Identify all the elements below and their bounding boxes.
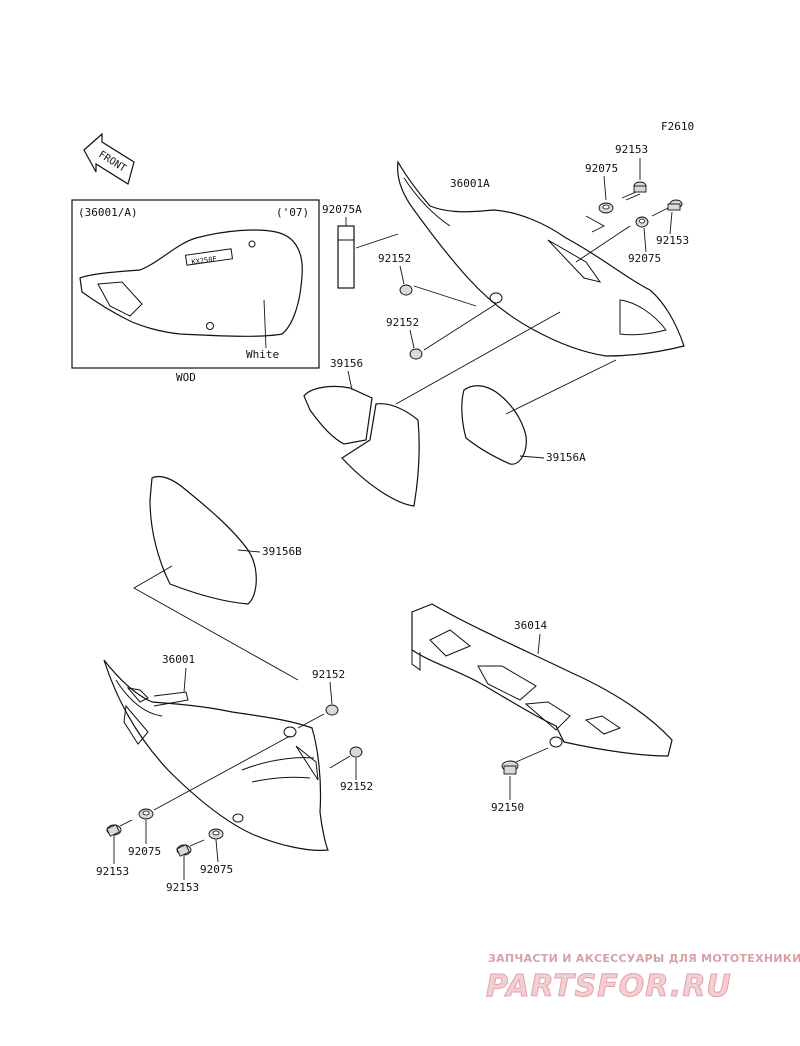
watermark-tagline: ЗАПЧАСТИ И АКСЕССУАРЫ ДЛЯ МОТОТЕХНИКИ <box>488 952 800 965</box>
bolt-92153-d-icon <box>176 839 205 857</box>
label-36001: 36001 <box>162 653 195 666</box>
label-39156B: 39156B <box>262 545 302 558</box>
label-39156: 39156 <box>330 357 363 370</box>
label-92075-d: 92075 <box>200 863 233 876</box>
label-92153-d: 92153 <box>166 881 199 894</box>
strip-92075A <box>337 225 355 289</box>
bolt-92153-a-icon <box>621 181 647 201</box>
svg-text:KX250F: KX250F <box>191 255 217 266</box>
inset-ref-label: (36001/A) <box>78 206 138 219</box>
bolt-92153-c-icon <box>106 819 133 837</box>
inset-year-label: ('07) <box>276 206 309 219</box>
bolt-92150-icon <box>501 747 549 775</box>
label-92075-b: 92075 <box>628 252 661 265</box>
decal-39156 <box>303 385 420 507</box>
washer-92075-c-icon <box>138 808 154 820</box>
inset-side-cover <box>79 229 303 337</box>
label-92150: 92150 <box>491 801 524 814</box>
watermark: ЗАПЧАСТИ И АКСЕССУАРЫ ДЛЯ МОТОТЕХНИКИ PA… <box>486 952 800 1005</box>
label-92152-d: 92152 <box>340 780 373 793</box>
chain-guard-36014 <box>411 603 673 757</box>
figure-code: F2610 <box>661 120 694 133</box>
label-92152-c: 92152 <box>312 668 345 681</box>
label-92075A: 92075A <box>322 203 362 216</box>
washer-92075-a-icon <box>598 202 614 214</box>
bolt-92153-b-icon <box>651 199 683 217</box>
inset-caption: WOD <box>176 371 196 384</box>
label-92153-b: 92153 <box>656 234 689 247</box>
label-36014: 36014 <box>514 619 547 632</box>
washer-92075-d-icon <box>208 828 224 840</box>
label-92153-c: 92153 <box>96 865 129 878</box>
front-arrow-icon: FRONT <box>83 132 135 185</box>
grommet-92152-c-icon <box>325 704 339 716</box>
washer-92075-b-icon <box>635 216 649 228</box>
side-cover-right: 36001A <box>397 160 685 357</box>
inset-color-label: White <box>246 348 279 361</box>
inset-box: (36001/A) ('07) KX250F White <box>71 199 320 369</box>
label-92152-a: 92152 <box>378 252 411 265</box>
label-92152-b: 92152 <box>386 316 419 329</box>
label-36001A: 36001A <box>450 177 490 190</box>
label-92075-a: 92075 <box>585 162 618 175</box>
label-92153-a: 92153 <box>615 143 648 156</box>
decal-39156B <box>149 475 257 605</box>
grommet-92152-a-icon <box>399 284 413 296</box>
watermark-brand: PARTSFOR.RU <box>486 969 732 1004</box>
decal-39156A <box>461 385 527 465</box>
side-cover-left <box>103 659 329 851</box>
label-39156A: 39156A <box>546 451 586 464</box>
label-92075-c: 92075 <box>128 845 161 858</box>
grommet-92152-d-icon <box>349 746 363 758</box>
grommet-92152-b-icon <box>409 348 423 360</box>
